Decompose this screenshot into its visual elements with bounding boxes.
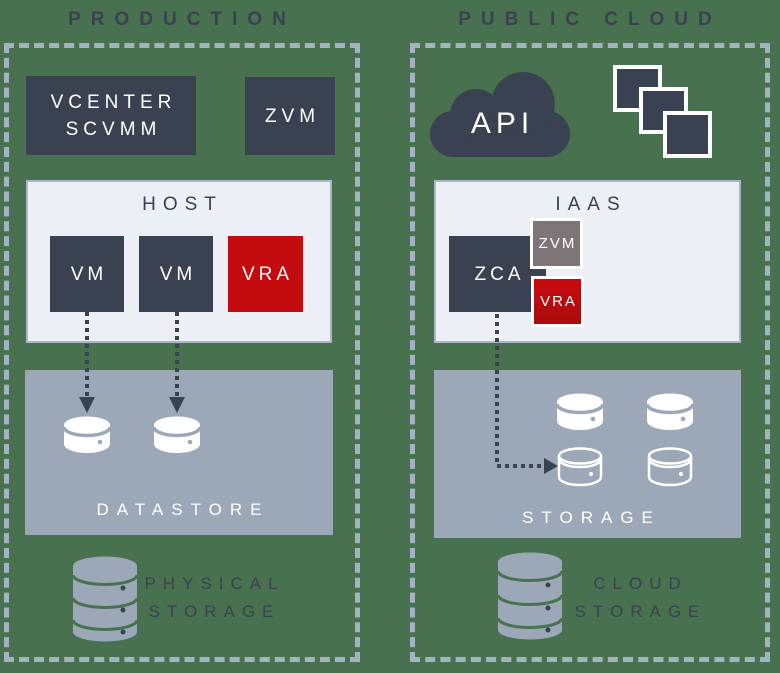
cloud-storage-caption: CLOUD STORAGE (562, 570, 712, 626)
production-boundary (4, 43, 360, 662)
iaas-panel: IAAS ZCA ZVM VRA (434, 180, 741, 343)
vm2-to-datastore-arrowhead (169, 397, 185, 413)
zca-box: ZCA (449, 236, 546, 312)
vm-label: VM (159, 263, 197, 285)
host-panel: HOST VM VM VRA (26, 180, 332, 343)
disk-icon (555, 393, 605, 430)
zca-to-storage-connector-vertical (495, 314, 499, 466)
physical-storage-line1: PHYSICAL (144, 574, 285, 593)
vcenter-scvmm-box: VCENTER SCVMM (26, 76, 196, 155)
vm2-to-datastore-connector (175, 312, 179, 398)
zvm-mini-label: ZVM (538, 235, 577, 252)
vcenter-label: VCENTER (50, 91, 177, 113)
zca-to-storage-connector-horizontal (497, 464, 545, 468)
disk-icon (645, 393, 695, 430)
database-icon (72, 556, 138, 642)
cloud-storage-zone: STORAGE (434, 370, 741, 538)
zvm-box: ZVM (245, 77, 335, 155)
disk-icon (152, 416, 202, 453)
vm1-to-datastore-arrowhead (79, 397, 95, 413)
disk-icon (62, 416, 112, 453)
api-label: API (470, 107, 535, 140)
vm1-to-datastore-connector (85, 312, 89, 398)
datastore-zone: DATASTORE (25, 370, 333, 535)
vra-mini-box: VRA (531, 276, 584, 327)
vra-box: VRA (228, 236, 303, 312)
cloud-icon (430, 72, 570, 157)
vm-box-1: VM (50, 236, 124, 312)
disk-outline-icon (557, 447, 603, 487)
stack-square-3 (663, 111, 712, 158)
api-cloud-group: API (430, 71, 570, 157)
zvm-mini-box: ZVM (530, 218, 583, 269)
cloud-storage-line2: STORAGE (574, 602, 707, 621)
physical-storage-line2: STORAGE (148, 602, 281, 621)
physical-storage-caption: PHYSICAL STORAGE (136, 570, 286, 626)
database-icon (497, 552, 563, 640)
datastore-label: DATASTORE (96, 500, 270, 519)
zca-to-storage-arrowhead (544, 458, 558, 474)
host-title: HOST (142, 194, 223, 215)
vm-box-2: VM (139, 236, 213, 312)
production-title: PRODUCTION (68, 9, 296, 30)
scvmm-label: SCVMM (65, 118, 162, 140)
storage-label: STORAGE (522, 508, 661, 527)
public-cloud-boundary (410, 43, 770, 662)
vm-label: VM (70, 263, 108, 285)
public-cloud-title: PUBLIC CLOUD (458, 9, 722, 30)
iaas-title: IAAS (555, 194, 627, 215)
zca-label: ZCA (474, 263, 525, 285)
vra-label: VRA (241, 263, 294, 285)
zvm-label: ZVM (264, 105, 321, 127)
cloud-storage-line1: CLOUD (593, 574, 688, 593)
vra-mini-label: VRA (540, 293, 577, 310)
disk-outline-icon (647, 447, 693, 487)
